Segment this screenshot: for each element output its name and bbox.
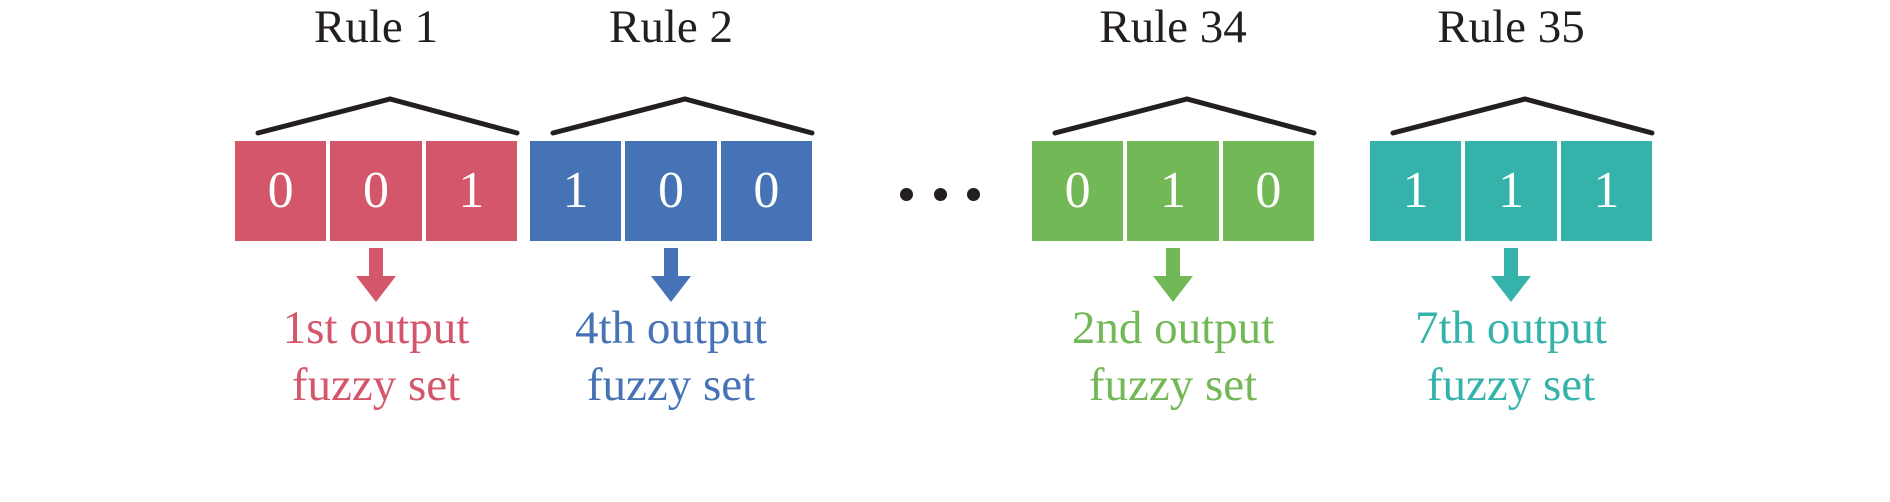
bit-cell: 1 [1370,141,1462,241]
bit-cell: 0 [720,141,812,241]
brace-caret-icon [235,92,517,140]
ellipsis-icon [900,168,980,220]
bit-cell: 0 [1032,141,1124,241]
bit-string-row: 1 1 1 [1370,141,1652,241]
ellipsis-dot [900,187,913,201]
bit-cell: 0 [625,141,717,241]
output-label-line1: 7th output [1415,302,1607,354]
down-arrow-icon [1370,248,1652,308]
brace-caret-icon [1370,92,1652,140]
down-arrow-icon [530,248,812,308]
output-label-line1: 1st output [282,302,470,354]
rule-group-1: Rule 1 0 0 1 1st output fuzzy set [235,0,517,502]
rule-title: Rule 35 [1437,1,1585,53]
bit-cell: 0 [1222,141,1314,241]
output-label-line2: fuzzy set [586,359,756,411]
bit-string-row: 0 0 1 [235,141,517,241]
brace-caret-icon [530,92,812,140]
bit-string-row: 1 0 0 [530,141,812,241]
rule-group-2: Rule 2 1 0 0 4th output fuzzy set [530,0,812,502]
bit-cell: 1 [1560,141,1652,241]
ellipsis-dot [933,187,947,201]
rule-title: Rule 1 [313,1,439,53]
output-fuzzy-set-label: 2nd output fuzzy set [1014,300,1332,414]
rule-group-34: Rule 34 0 1 0 2nd output fuzzy set [1032,0,1314,502]
down-arrow-icon [1032,248,1314,308]
output-fuzzy-set-label: 4th output fuzzy set [512,300,830,414]
bit-string-row: 0 1 0 [1032,141,1314,241]
bit-cell: 0 [330,141,422,241]
brace-caret-icon [1032,92,1314,140]
bit-cell: 1 [425,141,517,241]
output-label-line2: fuzzy set [291,359,461,411]
bit-cell: 1 [530,141,622,241]
output-label-line2: fuzzy set [1426,359,1596,411]
rule-title: Rule 2 [608,1,734,53]
down-arrow-icon [235,248,517,308]
output-fuzzy-set-label: 7th output fuzzy set [1352,300,1670,414]
output-label-line1: 2nd output [1071,302,1275,354]
rule-title: Rule 34 [1099,1,1247,53]
output-label-line1: 4th output [575,302,767,354]
ellipsis-dot [967,187,980,201]
output-fuzzy-set-label: 1st output fuzzy set [217,300,535,414]
bit-cell: 0 [235,141,327,241]
bit-cell: 1 [1465,141,1557,241]
bit-cell: 1 [1127,141,1219,241]
rule-group-35: Rule 35 1 1 1 7th output fuzzy set [1370,0,1652,502]
output-label-line2: fuzzy set [1088,359,1258,411]
